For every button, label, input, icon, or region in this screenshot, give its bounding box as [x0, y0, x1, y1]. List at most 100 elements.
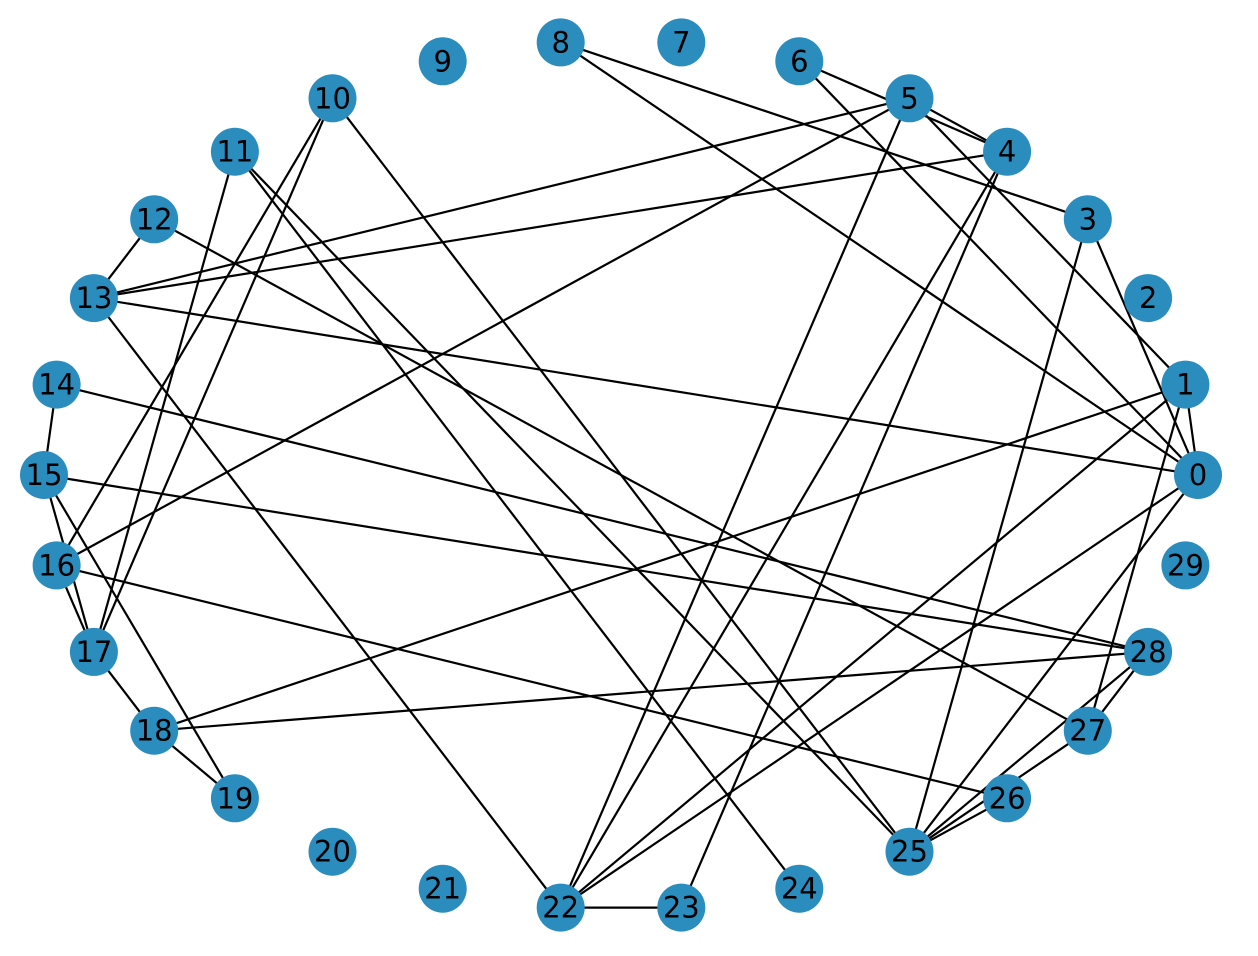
node-circle: [983, 774, 1032, 823]
node-label: 1: [1176, 368, 1194, 402]
node-label: 14: [38, 368, 75, 402]
edge-11-17: [92, 151, 236, 653]
node-8: 8: [536, 18, 585, 67]
edges-layer: [42, 41, 1200, 909]
node-label: 13: [75, 281, 112, 315]
node-circle: [1063, 195, 1112, 244]
node-circle: [69, 627, 118, 676]
node-circle: [308, 827, 357, 876]
node-circle: [210, 774, 259, 823]
node-label: 15: [26, 458, 63, 492]
node-circle: [32, 541, 81, 590]
edge-10-16: [55, 97, 334, 566]
node-27: 27: [1063, 706, 1112, 755]
node-circle: [775, 864, 824, 913]
edge-0-6: [798, 60, 1199, 476]
edge-0-25: [908, 474, 1199, 853]
node-label: 9: [433, 44, 451, 78]
edge-18-28: [154, 650, 1149, 732]
node-26: 26: [983, 774, 1032, 823]
node-13: 13: [69, 274, 118, 323]
edge-13-22: [93, 297, 562, 909]
node-label: 17: [75, 635, 112, 669]
node-14: 14: [32, 360, 81, 409]
node-circle: [69, 274, 118, 323]
edge-0-3: [1086, 218, 1200, 476]
node-7: 7: [657, 18, 706, 67]
node-20: 20: [308, 827, 357, 876]
edge-1-18: [153, 383, 1186, 732]
edge-11-24: [234, 151, 801, 890]
edge-12-27: [153, 218, 1089, 732]
node-6: 6: [775, 37, 824, 86]
node-1: 1: [1161, 360, 1210, 409]
node-23: 23: [657, 883, 706, 932]
node-label: 18: [136, 714, 173, 748]
node-label: 16: [38, 548, 75, 582]
edge-10-17: [92, 97, 334, 653]
node-28: 28: [1124, 627, 1173, 676]
edge-4-23: [680, 151, 1009, 909]
node-16: 16: [32, 541, 81, 590]
node-label: 29: [1167, 548, 1204, 582]
node-17: 17: [69, 627, 118, 676]
node-label: 19: [216, 781, 253, 815]
edge-15-28: [43, 473, 1149, 653]
node-5: 5: [885, 74, 934, 123]
edge-1-27: [1086, 384, 1187, 731]
node-circle: [130, 706, 179, 755]
node-label: 6: [790, 44, 808, 78]
node-4: 4: [983, 127, 1032, 176]
edge-5-22: [559, 97, 911, 909]
node-circle: [210, 127, 259, 176]
node-label: 27: [1069, 714, 1106, 748]
edge-1-5: [908, 97, 1187, 386]
node-label: 22: [542, 891, 579, 925]
node-circle: [775, 37, 824, 86]
node-circle: [1161, 360, 1210, 409]
node-label: 0: [1189, 458, 1207, 492]
node-label: 8: [551, 25, 569, 59]
node-label: 23: [663, 891, 700, 925]
node-circle: [1161, 541, 1210, 590]
node-circle: [20, 451, 68, 499]
edge-0-22: [560, 474, 1199, 909]
node-0: 0: [1174, 451, 1222, 499]
edge-4-22: [559, 151, 1009, 909]
edge-0-8: [560, 41, 1199, 476]
edge-3-25: [908, 219, 1089, 852]
node-label: 24: [781, 872, 818, 906]
edge-25-28: [908, 651, 1149, 853]
node-label: 26: [989, 781, 1026, 815]
node-circle: [885, 827, 934, 876]
node-circle: [32, 360, 81, 409]
node-label: 4: [998, 135, 1016, 169]
node-24: 24: [775, 864, 824, 913]
node-label: 12: [136, 202, 173, 236]
node-12: 12: [130, 195, 179, 244]
node-25: 25: [885, 827, 934, 876]
node-circle: [1063, 706, 1112, 755]
node-label: 25: [891, 835, 928, 869]
node-label: 21: [424, 872, 461, 906]
node-circle: [657, 883, 706, 932]
node-9: 9: [418, 37, 467, 86]
edge-3-8: [560, 41, 1089, 221]
node-15: 15: [20, 451, 68, 499]
node-label: 10: [314, 81, 351, 115]
node-19: 19: [210, 774, 259, 823]
edge-5-13: [93, 97, 910, 300]
node-18: 18: [130, 706, 179, 755]
node-circle: [1124, 627, 1173, 676]
node-circle: [418, 864, 467, 913]
node-circle: [536, 883, 585, 932]
node-circle: [657, 18, 706, 67]
node-circle: [536, 18, 585, 67]
edge-15-19: [43, 474, 236, 799]
node-label: 3: [1079, 202, 1097, 236]
edge-14-28: [56, 383, 1149, 653]
node-label: 11: [216, 135, 253, 169]
edge-0-13: [93, 297, 1199, 477]
node-circle: [1124, 274, 1173, 323]
